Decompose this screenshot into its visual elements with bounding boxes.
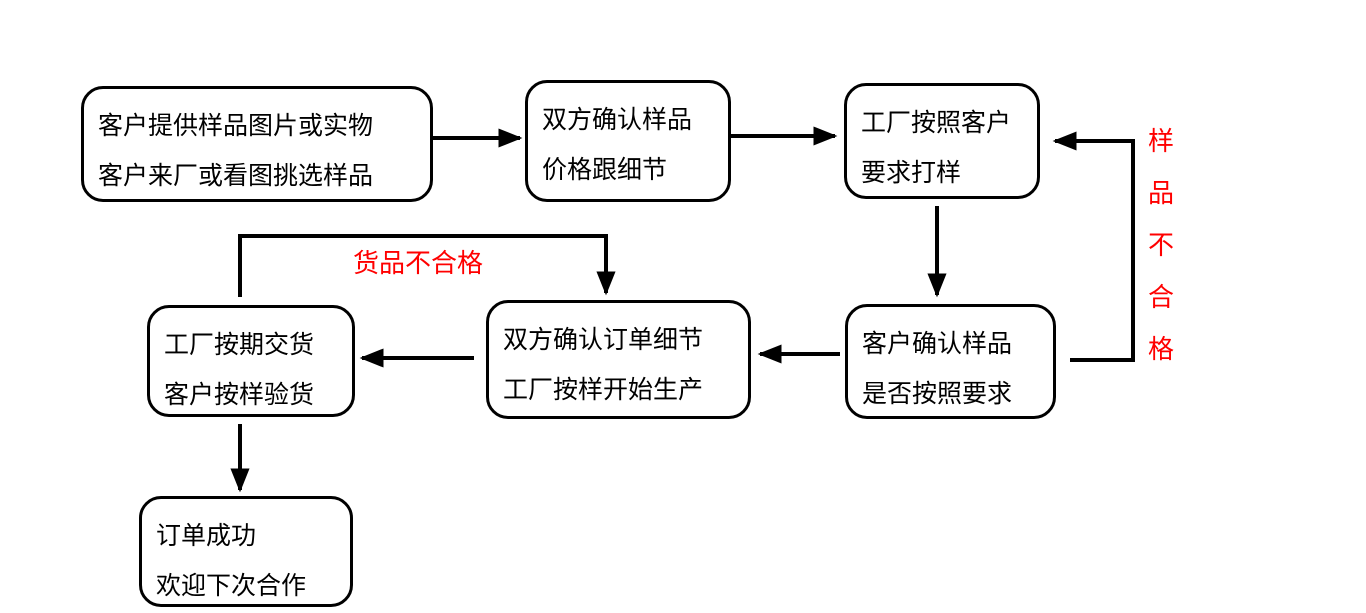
node-factory-sampling: 工厂按照客户 要求打样	[844, 83, 1040, 199]
node-line: 工厂按照客户	[861, 108, 1012, 137]
node-line: 工厂按期交货	[164, 330, 315, 359]
node-confirm-order: 双方确认订单细节 工厂按样开始生产	[486, 300, 751, 419]
node-line: 双方确认订单细节	[503, 325, 704, 354]
node-confirm-sample: 双方确认样品 价格跟细节	[525, 80, 731, 202]
sample-fail-label: 样 品 不 合 格	[1148, 116, 1174, 376]
node-line: 客户按样验货	[164, 380, 315, 409]
node-line: 工厂按样开始生产	[503, 375, 704, 404]
node-delivery: 工厂按期交货 客户按样验货	[147, 305, 355, 417]
sample-fail-char: 样	[1148, 127, 1175, 157]
goods-fail-label: 货品不合格	[353, 249, 484, 279]
feedback-goods-fail	[238, 234, 616, 297]
sample-fail-char: 不	[1148, 231, 1175, 261]
sample-fail-char: 品	[1148, 179, 1175, 209]
node-line: 客户来厂或看图挑选样品	[98, 161, 374, 190]
node-line: 是否按照要求	[862, 379, 1013, 408]
node-line: 客户提供样品图片或实物	[98, 111, 374, 140]
node-customer-confirm: 客户确认样品 是否按照要求	[845, 304, 1056, 419]
node-line: 欢迎下次合作	[156, 571, 307, 600]
node-line: 双方确认样品	[542, 105, 693, 134]
sample-fail-char: 合	[1148, 283, 1175, 313]
node-line: 价格跟细节	[542, 155, 668, 184]
sample-fail-char: 格	[1148, 335, 1175, 365]
node-line: 客户确认样品	[862, 329, 1013, 358]
node-provide-sample: 客户提供样品图片或实物 客户来厂或看图挑选样品	[81, 86, 433, 202]
node-line: 要求打样	[861, 158, 962, 187]
node-line: 订单成功	[156, 521, 257, 550]
feedback-sample-fail	[1052, 131, 1135, 362]
node-order-success: 订单成功 欢迎下次合作	[139, 496, 353, 607]
